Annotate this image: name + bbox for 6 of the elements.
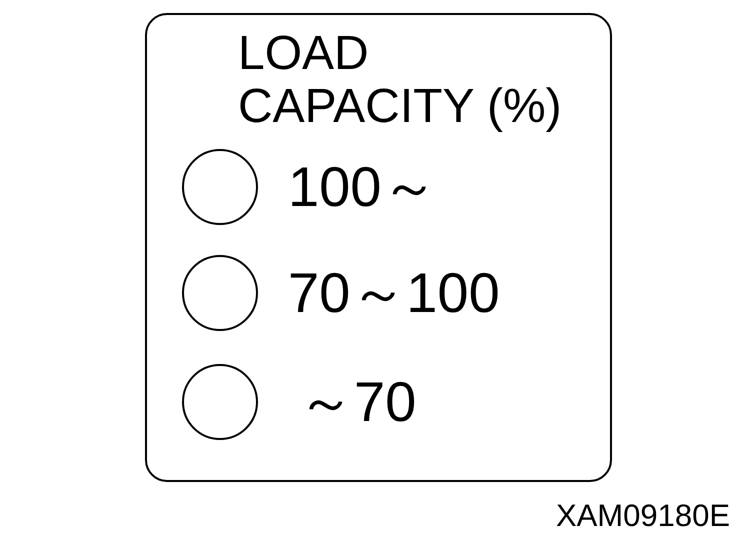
- range-label: 70～100: [288, 265, 500, 321]
- indicator-panel: [145, 13, 612, 482]
- figure-code: XAM09180E: [556, 499, 730, 533]
- range-label: ～70: [298, 374, 416, 430]
- range-label: 100～: [288, 159, 438, 215]
- panel-title: LOAD CAPACITY (%): [238, 27, 563, 133]
